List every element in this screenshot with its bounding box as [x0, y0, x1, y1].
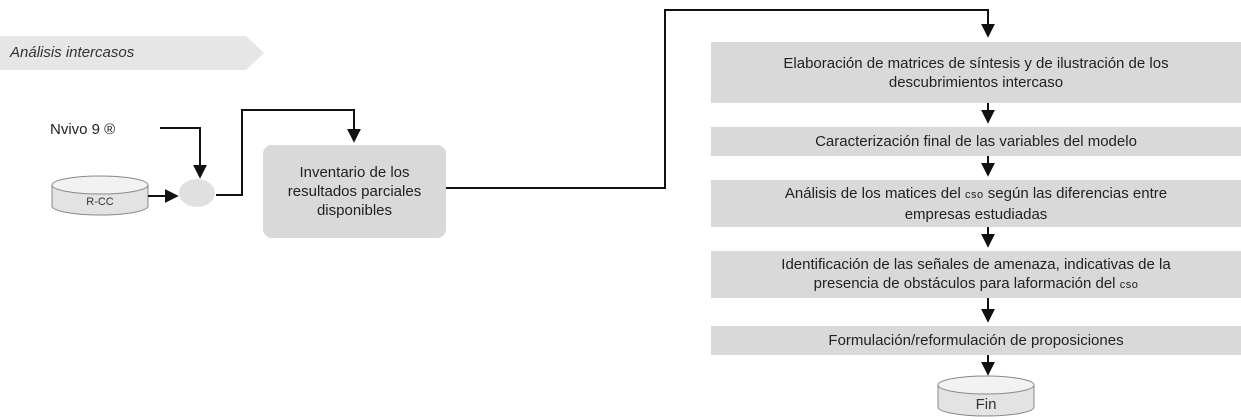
step-propositions: Formulación/reformulación de proposicion… [711, 326, 1241, 355]
step4-acronym: cso [1119, 278, 1139, 291]
step2-line-1: Caracterización final de las variables d… [815, 133, 1137, 150]
step-final-characterization: Caracterización final de las variables d… [711, 127, 1241, 156]
inventory-box: Inventario de los resultados parciales d… [263, 145, 446, 238]
step3-acronym: cso [965, 188, 984, 201]
step1-line-2: descubrimientos intercaso [888, 73, 1064, 91]
step3-text-b: según las diferencias entre [983, 184, 1168, 202]
step1-line-1: Elaboración de matrices de síntesis y de… [783, 54, 1169, 72]
step5-line-1: Formulación/reformulación de proposicion… [828, 332, 1124, 349]
end-cylinder [937, 375, 1035, 417]
step3-line-1: Análisis de los matices del cso según la… [785, 184, 1167, 205]
step3-text-a: Análisis de los matices del [784, 184, 965, 202]
section-banner-label: Análisis intercasos [10, 44, 135, 61]
step-nuance-analysis: Análisis de los matices del cso según la… [711, 180, 1241, 227]
merge-node [179, 179, 215, 207]
database-label: R-CC [86, 196, 114, 208]
end-label: Fin [975, 396, 997, 413]
software-label: Nvivo 9 ® [50, 120, 116, 138]
step4-line-2: presencia de obstáculos para laformación… [814, 274, 1139, 295]
inventory-line-2: resultados parciales [287, 183, 422, 200]
arrow-merge-to-inventory [216, 109, 361, 196]
step4-text-a: presencia de obstáculos para laformación… [813, 274, 1120, 292]
database-cylinder-rcc [51, 175, 149, 216]
section-banner-shape [0, 36, 264, 70]
inventory-line-1: Inventario de los [299, 164, 410, 181]
step-threat-signals: Identificación de las señales de amenaza… [711, 251, 1241, 298]
step3-line-2: empresas estudiadas [904, 205, 1048, 223]
arrow-inventory-to-steps [446, 9, 995, 189]
inventory-line-3: disponibles [316, 202, 393, 219]
arrow-nvivo-to-merge [160, 127, 207, 179]
step-synthesis-matrices: Elaboración de matrices de síntesis y de… [711, 42, 1241, 103]
step4-line-1: Identificación de las señales de amenaza… [781, 255, 1171, 273]
